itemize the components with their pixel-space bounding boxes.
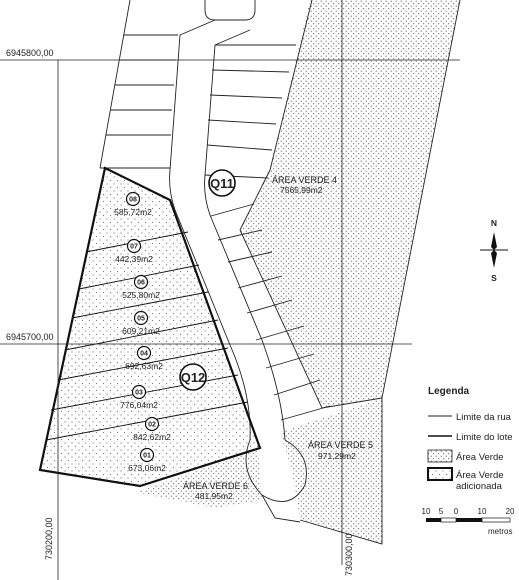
north-arrow: N S xyxy=(480,218,508,283)
scale-tick-10a: 10 xyxy=(422,507,431,516)
scale-unit: metros xyxy=(488,527,512,536)
lot-area: 692,63m2 xyxy=(125,361,163,371)
lot-area: 842,62m2 xyxy=(133,432,171,442)
scale-tick-5: 5 xyxy=(439,507,444,516)
lot-number: 03 xyxy=(135,390,143,397)
green-area-6-area: 481,95m2 xyxy=(195,491,233,501)
street-limits xyxy=(99,0,461,545)
lot-number: 01 xyxy=(143,453,151,460)
legend-green-swatch xyxy=(427,449,453,463)
quadra-q11-label: Q11 xyxy=(210,176,234,191)
quadra-q12: Q12 xyxy=(179,363,207,391)
lot-number: 08 xyxy=(129,197,137,204)
green-area-6-name: ÁREA VERDE 6 xyxy=(183,481,248,491)
lot-number-circle xyxy=(133,274,149,290)
south-label: S xyxy=(491,273,497,283)
lot-labels: 08 585,72m2 07 442,39m2 06 525,80m2 05 609,21m2… xyxy=(114,191,171,473)
green-area-4 xyxy=(240,0,460,408)
legend-green-area: Área Verde xyxy=(456,452,504,463)
north-label: N xyxy=(491,218,497,228)
quadra-q11: Q11 xyxy=(208,169,236,197)
legend-title: Legenda xyxy=(428,386,470,397)
legend-added-line2: adicionada xyxy=(456,481,503,492)
lot-03: 03 776,04m2 xyxy=(120,384,158,410)
green-area-5-name: ÁREA VERDE 5 xyxy=(308,440,373,450)
legend-added-swatch xyxy=(427,467,453,481)
coord-east-left: 730200,00 xyxy=(44,517,54,560)
q12-lots-fill xyxy=(40,168,260,486)
lot-number-circle xyxy=(125,191,141,207)
green-area-6 xyxy=(135,450,262,508)
lot-08: 08 585,72m2 xyxy=(114,191,152,217)
lot-area: 442,39m2 xyxy=(115,254,153,264)
lot-number: 02 xyxy=(148,422,156,429)
coord-east-right: 730300,00 xyxy=(344,533,354,576)
lot-area: 585,72m2 xyxy=(114,207,152,217)
lot-number-circle xyxy=(131,384,147,400)
lot-number-circle xyxy=(139,447,155,463)
south-arrow-shape xyxy=(491,250,497,268)
lot-area: 776,04m2 xyxy=(120,400,158,410)
green-area-5 xyxy=(280,398,382,544)
legend-added-line1: Área Verde xyxy=(456,470,504,481)
lot-number: 04 xyxy=(140,351,148,358)
green-area-4-area: 7565,99m2 xyxy=(280,185,323,195)
lot-number: 07 xyxy=(130,244,138,251)
coord-north-lower: 6945700,00 xyxy=(6,332,54,342)
lot-number: 05 xyxy=(137,316,145,323)
lot-04: 04 692,63m2 xyxy=(125,345,163,371)
lot-07: 07 442,39m2 xyxy=(115,238,153,264)
lot-06: 06 525,80m2 xyxy=(122,274,160,300)
lot-02: 02 842,62m2 xyxy=(133,416,171,442)
lot-number-circle xyxy=(144,416,160,432)
green-area-4-name: ÁREA VERDE 4 xyxy=(272,175,337,185)
scale-tick-10b: 10 xyxy=(478,507,487,516)
scale-bar: 10 5 0 10 20 metros xyxy=(422,507,515,536)
lot-01: 01 673,06m2 xyxy=(128,447,166,473)
legend-street-limit: Limite da rua xyxy=(456,412,512,423)
q11-lots xyxy=(204,44,331,421)
scale-tick-20: 20 xyxy=(506,507,515,516)
lot-number-circle xyxy=(136,345,152,361)
legend-lot-limit: Limite do lote xyxy=(456,432,513,443)
legend: Legenda Limite da rua Limite do lote Áre… xyxy=(427,386,513,492)
lot-number-circle xyxy=(133,310,149,326)
lot-area: 525,80m2 xyxy=(122,290,160,300)
green-area-5-area: 971,29m2 xyxy=(318,451,356,461)
lot-number: 06 xyxy=(137,280,145,287)
scale-tick-0: 0 xyxy=(454,507,459,516)
coord-north-upper: 6945800,00 xyxy=(6,48,54,58)
lot-05: 05 609,21m2 xyxy=(122,310,160,336)
lot-number-circle xyxy=(126,238,142,254)
quadra-q12-label: Q12 xyxy=(181,370,206,385)
lot-area: 609,21m2 xyxy=(122,326,160,336)
lot-area: 673,06m2 xyxy=(128,463,166,473)
coordinate-grid xyxy=(0,0,460,580)
north-arrow-icon xyxy=(491,232,497,250)
q12-block xyxy=(38,166,262,488)
